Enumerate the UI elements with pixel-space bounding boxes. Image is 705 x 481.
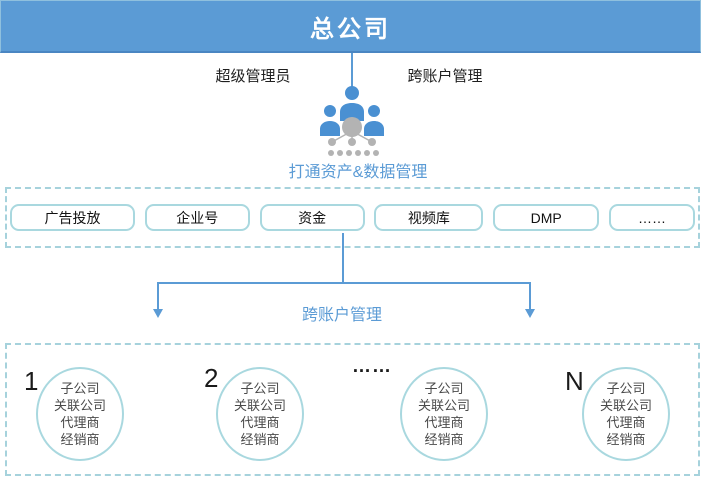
group-index-ellipsis: ……	[352, 356, 392, 377]
right-arrow-down-icon	[525, 309, 535, 318]
group-index-n: N	[565, 366, 584, 396]
more-ellipsis-button[interactable]: ……	[608, 204, 695, 231]
head-office-banner: 总公司	[0, 0, 701, 53]
group-line: 子公司	[606, 381, 646, 396]
funds-button[interactable]: 资金	[259, 204, 365, 231]
group-circle-2: 子公司 关联公司 代理商 经销商	[216, 367, 304, 461]
group-line: 关联公司	[599, 398, 652, 413]
subsidiary-groups-box	[5, 343, 700, 476]
enterprise-account-button[interactable]: 企业号	[144, 204, 250, 231]
left-arrow-down-icon	[153, 309, 163, 318]
group-line: 代理商	[60, 415, 100, 430]
assets-data-caption: 打通资产&数据管理	[288, 164, 428, 181]
group-line: 代理商	[240, 415, 280, 430]
group-line: 子公司	[60, 381, 100, 396]
group-line: 代理商	[606, 415, 646, 430]
banner-connector-line	[351, 53, 353, 87]
group-line: 关联公司	[233, 398, 286, 413]
right-drop-line	[529, 282, 531, 310]
super-admin-label: 超级管理员	[215, 68, 291, 85]
group-circle-n: 子公司 关联公司 代理商 经销商	[582, 367, 670, 461]
org-hierarchy-people-icon	[320, 86, 384, 156]
group-line: 子公司	[424, 381, 464, 396]
assets-capabilities-box: 广告投放 企业号 资金 视频库 DMP ……	[5, 187, 700, 248]
group-circle-3: 子公司 关联公司 代理商 经销商	[400, 367, 488, 461]
cross-account-admin-label: 跨账户管理	[407, 68, 483, 85]
group-line: 经销商	[606, 432, 646, 447]
group-index-2: 2	[204, 363, 219, 393]
center-connector-line	[342, 233, 344, 283]
group-line: 子公司	[240, 381, 280, 396]
head-office-title: 总公司	[310, 15, 391, 43]
group-circle-1: 子公司 关联公司 代理商 经销商	[36, 367, 124, 461]
video-library-button[interactable]: 视频库	[374, 204, 484, 231]
group-line: 经销商	[60, 432, 100, 447]
group-line: 代理商	[424, 415, 464, 430]
horizontal-connector-line	[157, 282, 531, 284]
group-line: 经销商	[240, 432, 280, 447]
group-line: 关联公司	[53, 398, 106, 413]
group-line: 关联公司	[417, 398, 470, 413]
ad-delivery-button[interactable]: 广告投放	[10, 204, 135, 231]
cross-account-management-label: 跨账户管理	[301, 307, 382, 324]
left-drop-line	[157, 282, 159, 310]
group-line: 经销商	[424, 432, 464, 447]
group-index-1: 1	[24, 366, 39, 396]
dmp-button[interactable]: DMP	[493, 204, 600, 231]
